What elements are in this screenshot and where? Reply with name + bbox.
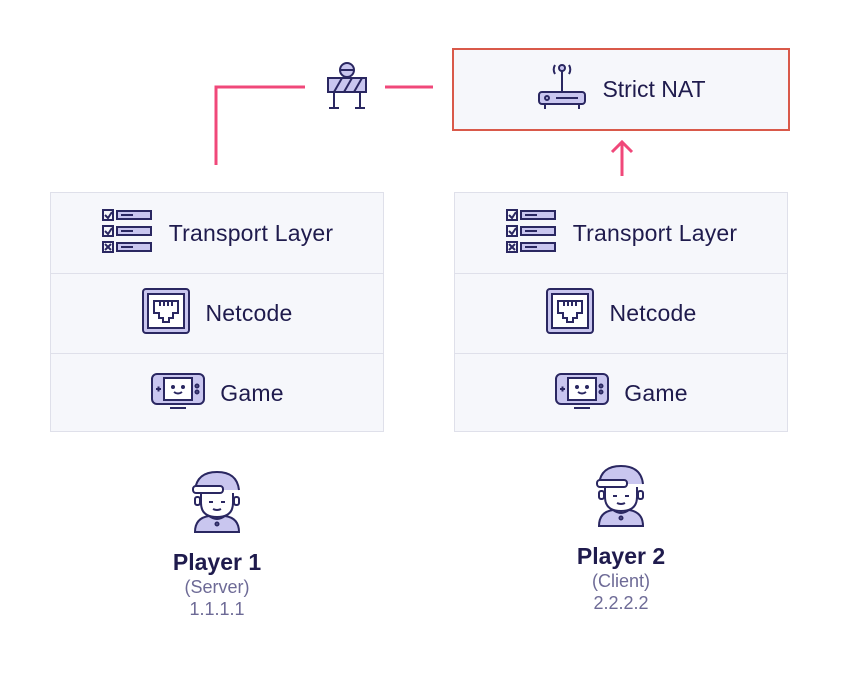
router-icon: [536, 62, 588, 117]
game-console-icon: [150, 371, 206, 416]
player-avatar-icon: [189, 468, 245, 539]
netcode-layer-label: Netcode: [205, 300, 293, 326]
game-layer: Game: [51, 353, 383, 433]
player-avatar-icon: [593, 462, 649, 533]
netcode-layer-label: Netcode: [609, 300, 697, 326]
arrow-up-icon: [610, 139, 634, 176]
player-1: Player 1 (Server) 1.1.1.1: [117, 468, 317, 620]
ethernet-port-icon: [141, 287, 191, 340]
player-ip: 2.2.2.2: [593, 593, 649, 613]
strict-nat-box: Strict NAT: [452, 48, 790, 131]
player-role: (Server): [184, 577, 250, 597]
strict-nat-label: Strict NAT: [602, 76, 706, 102]
player-name: Player 2: [576, 543, 666, 569]
transport-layer-label: Transport Layer: [572, 219, 738, 246]
player-2: Player 2 (Client) 2.2.2.2: [521, 462, 721, 614]
netcode-layer: Netcode: [455, 273, 787, 353]
player-2-stack: Transport Layer Netcode: [454, 192, 788, 432]
player-1-stack: Transport Layer Netcode: [50, 192, 384, 432]
checklist-icon: [505, 208, 559, 259]
player-role: (Client): [591, 571, 650, 591]
blocked-connection-line: [214, 85, 305, 165]
game-layer: Game: [455, 353, 787, 433]
transport-layer: Transport Layer: [455, 193, 787, 273]
game-layer-label: Game: [220, 380, 284, 406]
transport-layer: Transport Layer: [51, 193, 383, 273]
netcode-layer: Netcode: [51, 273, 383, 353]
road-barrier-icon: [327, 62, 367, 109]
transport-layer-label: Transport Layer: [168, 219, 334, 246]
player-ip: 1.1.1.1: [189, 599, 245, 619]
player-name: Player 1: [172, 549, 262, 575]
checklist-icon: [101, 208, 155, 259]
ethernet-port-icon: [545, 287, 595, 340]
game-console-icon: [554, 371, 610, 416]
game-layer-label: Game: [624, 380, 688, 406]
